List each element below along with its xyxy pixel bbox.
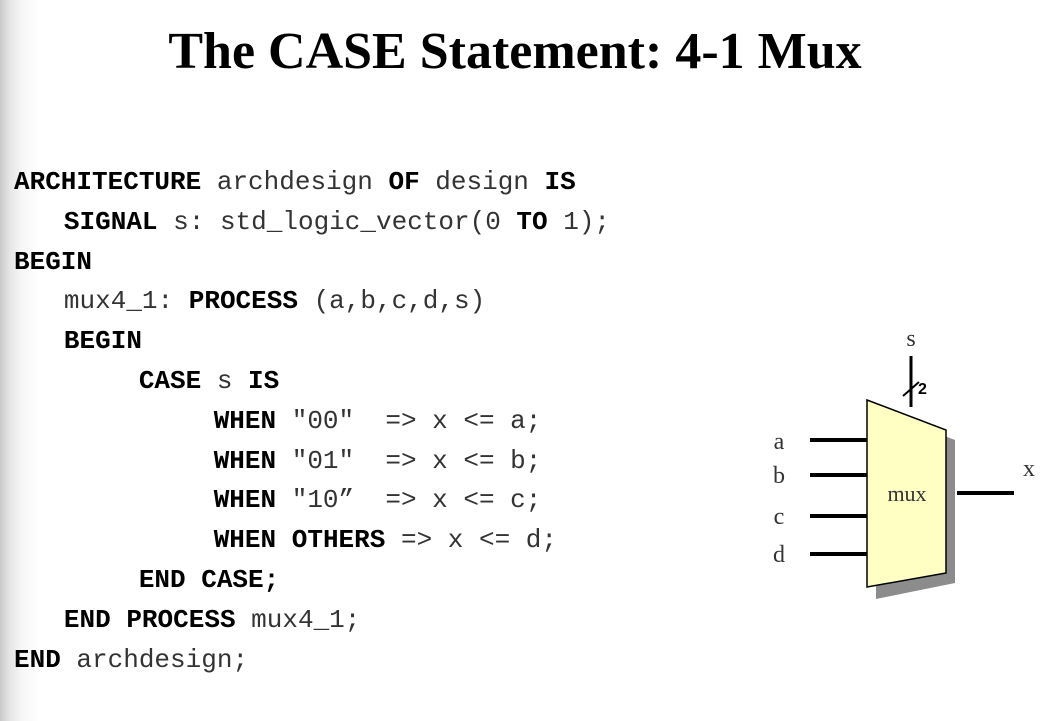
bus-width-label: 2: [918, 381, 927, 398]
code-keyword: OF: [388, 167, 420, 197]
input-label-d: d: [773, 542, 785, 568]
code-keyword: OTHERS: [291, 525, 386, 556]
input-label-a: a: [774, 429, 785, 455]
code-keyword: IS: [544, 167, 576, 197]
select-label: s: [906, 326, 915, 352]
code-keyword: WHEN: [213, 525, 277, 556]
code-text: 1);: [547, 206, 611, 237]
mux-label: mux: [887, 481, 926, 506]
code-line: END CASE;: [14, 561, 610, 601]
code-keyword: BEGIN: [14, 246, 93, 277]
code-text: design: [419, 167, 545, 197]
code-line: BEGIN: [14, 322, 610, 362]
input-label-b: b: [773, 463, 785, 489]
code-text: archdesign: [201, 167, 389, 197]
code-line: END PROCESS mux4_1;: [14, 601, 610, 641]
code-line: SIGNAL s: std_logic_vector(0 TO 1);: [14, 203, 610, 243]
code-text: "01" => x <= b;: [276, 445, 542, 476]
code-line: ARCHITECTURE archdesign OF design IS: [14, 163, 610, 203]
code-keyword: WHEN: [213, 485, 277, 516]
code-keyword: END: [14, 644, 61, 675]
input-label-c: c: [774, 504, 785, 530]
code-line: WHEN OTHERS => x <= d;: [14, 521, 610, 561]
bus-slash: [902, 381, 920, 397]
code-keyword: CASE: [138, 365, 202, 396]
code-line: END archdesign;: [14, 641, 610, 681]
output-label: x: [1023, 456, 1035, 482]
slide-title: The CASE Statement: 4-1 Mux: [168, 23, 862, 80]
code-line: CASE s IS: [14, 362, 610, 402]
code-line: BEGIN: [14, 243, 610, 283]
code-line: WHEN "00" => x <= a;: [14, 402, 610, 442]
mux-block: [866, 398, 947, 588]
code-keyword: WHEN: [213, 405, 277, 436]
code-text: (a,b,c,d,s): [297, 286, 486, 317]
code-keyword: TO: [516, 206, 548, 237]
code-text: mux4_1;: [235, 604, 361, 635]
code-text: mux4_1:: [63, 286, 189, 317]
code-line: WHEN "10” => x <= c;: [14, 481, 610, 521]
code-keyword: SIGNAL: [63, 206, 158, 237]
code-text: "10” => x <= c;: [276, 485, 542, 516]
code-keyword: ARCHITECTURE: [14, 167, 202, 197]
mux-diagram: s 2 mux a b c d x: [773, 326, 1035, 599]
code-text: [276, 525, 292, 555]
code-keyword: END PROCESS: [63, 604, 236, 635]
code-line: mux4_1: PROCESS (a,b,c,d,s): [14, 282, 610, 322]
code-keyword: BEGIN: [63, 326, 142, 357]
code-text: s: [201, 365, 249, 396]
code-keyword: IS: [248, 365, 280, 396]
code-keyword: END CASE;: [138, 564, 280, 595]
code-text: "00" => x <= a;: [276, 405, 542, 436]
code-text: => x <= d;: [385, 525, 557, 556]
code-line: WHEN "01" => x <= b;: [14, 442, 610, 482]
code-keyword: WHEN: [213, 445, 277, 476]
code-text: s: std_logic_vector(0: [157, 206, 517, 237]
code-keyword: PROCESS: [188, 286, 298, 317]
code-text: archdesign;: [60, 644, 249, 675]
